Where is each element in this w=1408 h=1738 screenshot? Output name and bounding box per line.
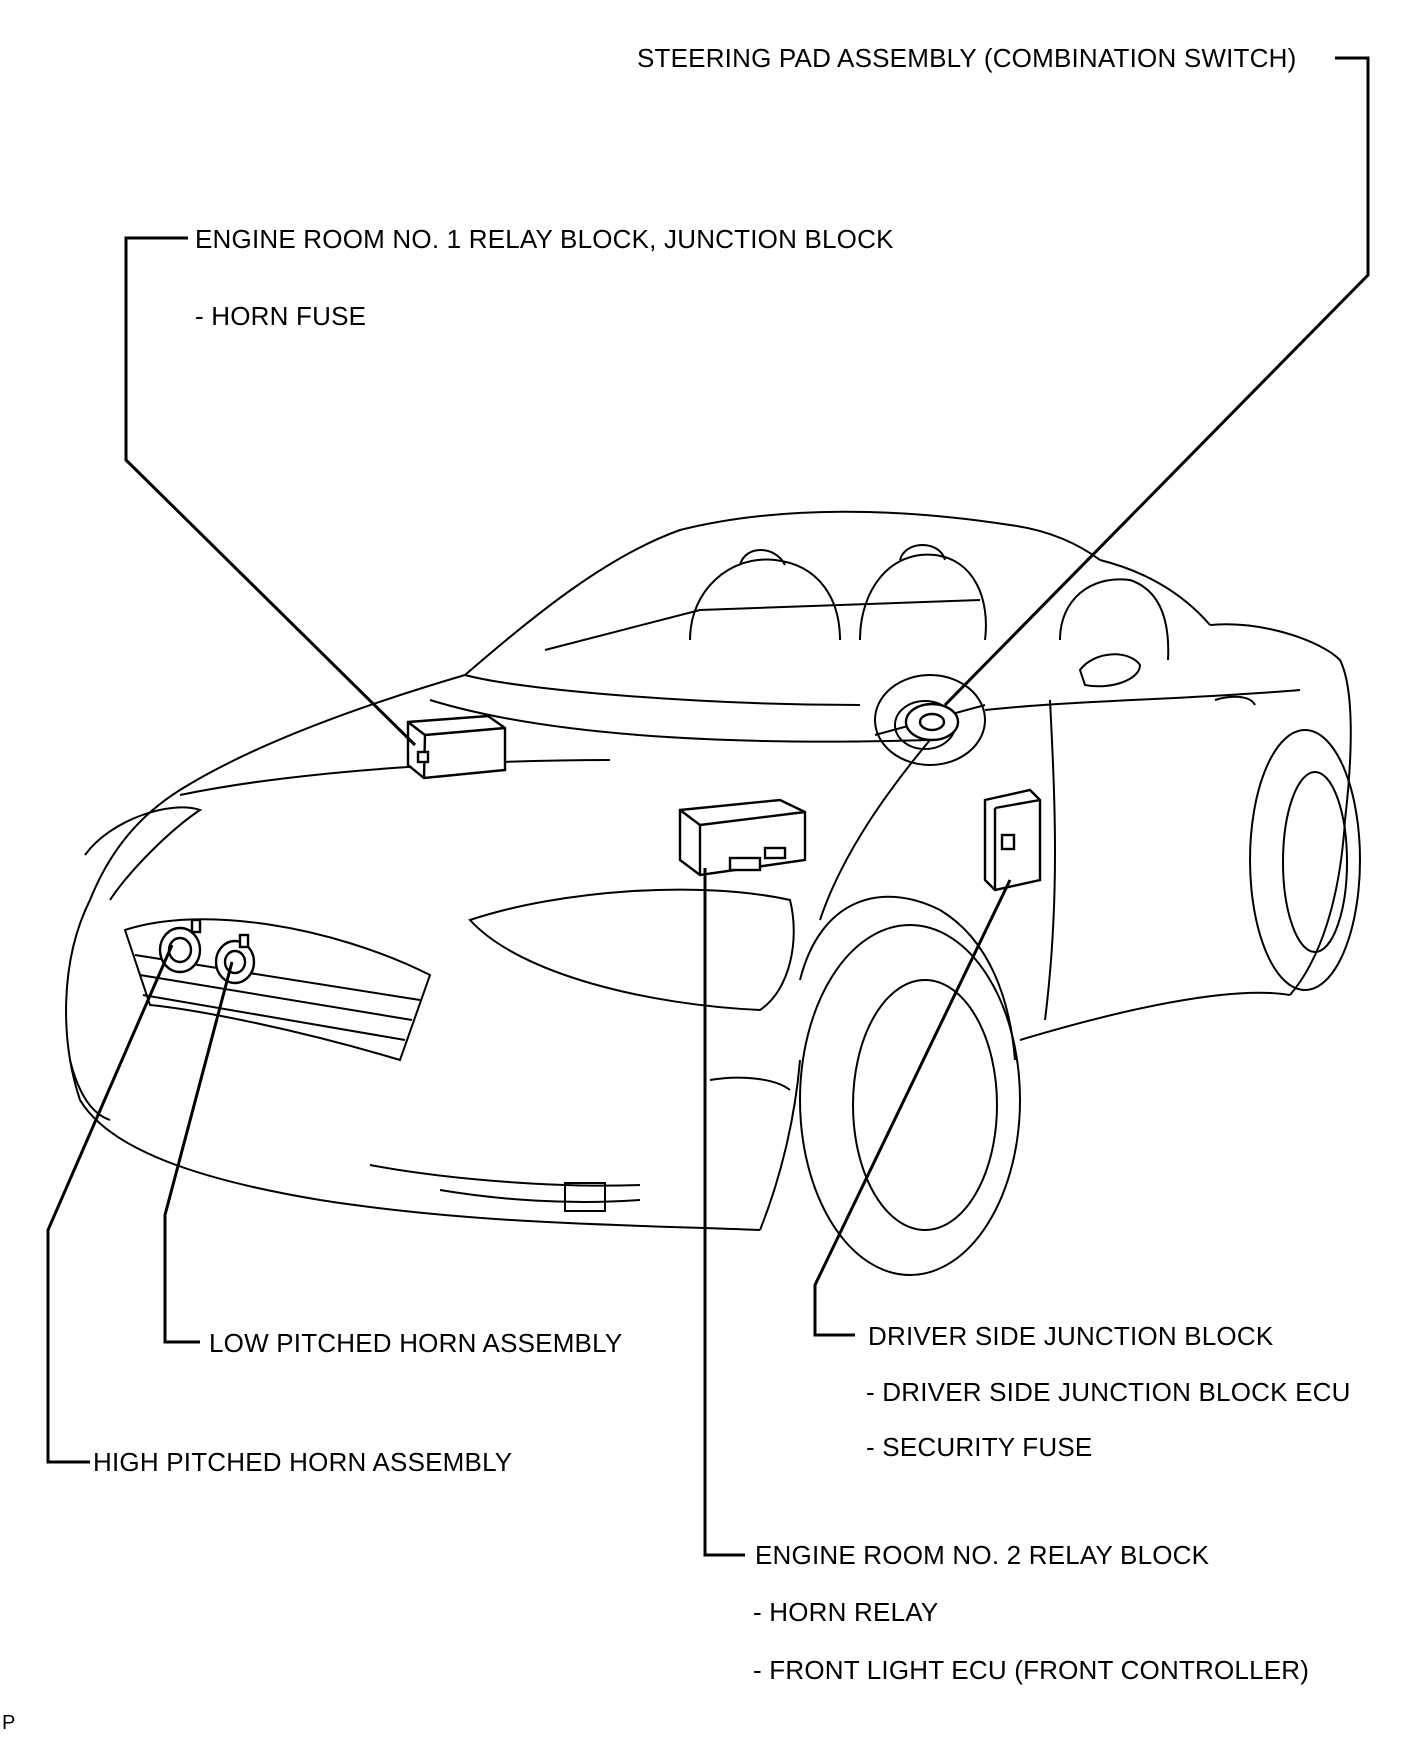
front-fender-arch [799,895,1016,1061]
hood-center [429,699,931,743]
label-front-light-ecu: - FRONT LIGHT ECU (FRONT CONTROLLER) [753,1655,1310,1685]
side-marker [709,1076,791,1091]
label-horn-fuse: - HORN FUSE [195,301,367,331]
hood-left [89,674,466,901]
hood-crease [179,759,611,796]
label-security-fuse: - SECURITY FUSE [866,1432,1093,1462]
label-low-pitched-horn: LOW PITCHED HORN ASSEMBLY [209,1328,623,1358]
door-handle [1214,695,1256,706]
fog-light [69,1059,111,1121]
side-sill [1019,991,1291,1041]
front-fascia [65,899,321,1201]
rear-deck [1209,623,1352,821]
leader-driver-jb [813,879,1012,1337]
front-wheel-outer [799,924,1021,1276]
headlight-left [84,806,203,901]
steering-pad-shape [904,702,960,742]
front-wheel-inner [852,979,998,1231]
steering-wheel [874,674,986,766]
rear-wheel-inner [1282,771,1348,953]
label-driver-side-jb-ecu: - DRIVER SIDE JUNCTION BLOCK ECU [866,1377,1351,1407]
door-top [984,689,1301,711]
lower-intake-2 [439,1189,641,1203]
engine-room-no2-relay-block-shape [678,798,807,877]
rear-wheel-outer [1249,729,1361,991]
headrest-right [899,544,946,561]
grille-outer [123,918,432,1062]
hood-right [819,739,931,921]
leader-steering-pad [943,56,1370,707]
headrest-left [739,549,786,566]
windshield-inner [544,599,981,651]
seat-left [689,558,841,641]
label-driver-side-jb: DRIVER SIDE JUNCTION BLOCK [868,1321,1274,1351]
a-pillar [1099,559,1211,626]
seat-rear [1059,578,1170,661]
roof-line [464,510,1101,676]
label-engine-room-no2: ENGINE ROOM NO. 2 RELAY BLOCK [755,1540,1210,1570]
leader-engine-room-2 [703,868,745,1557]
door-line [1044,699,1056,1021]
label-steering-pad: STEERING PAD ASSEMBLY (COMBINATION SWITC… [637,43,1297,73]
label-engine-room-no1: ENGINE ROOM NO. 1 RELAY BLOCK, JUNCTION … [195,224,894,254]
leader-engine-room-1 [124,236,417,747]
windshield-base [464,674,861,706]
bumper-bottom [319,1199,761,1231]
headlight-right [468,888,795,1012]
leader-low-horn [163,961,234,1344]
label-high-pitched-horn: HIGH PITCHED HORN ASSEMBLY [93,1447,513,1477]
car-outline [65,510,1361,1276]
rear-quarter [1289,819,1346,996]
corner-code: P [2,1712,16,1734]
label-horn-relay: - HORN RELAY [753,1597,939,1627]
low-pitched-horn-shape [214,933,256,985]
lower-intake [369,1164,641,1187]
high-pitched-horn-shape [158,918,202,974]
mirror [1078,653,1142,688]
front-right-edge [759,1059,801,1231]
leader-lines [46,56,1370,1557]
engine-room-no1-relay-block-shape [406,714,507,780]
leader-high-horn [46,944,174,1464]
seat-right [859,553,987,641]
driver-side-junction-block-shape [983,788,1042,892]
